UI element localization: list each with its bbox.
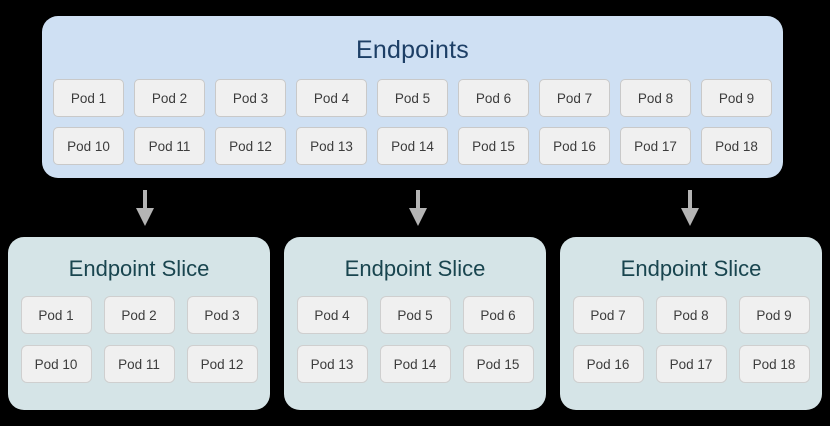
endpoints-pod-row-2: Pod 10 Pod 11 Pod 12 Pod 13 Pod 14 Pod 1…	[53, 127, 772, 165]
pod-chip: Pod 9	[738, 296, 810, 334]
pod-chip: Pod 11	[103, 345, 175, 383]
pod-chip: Pod 2	[134, 79, 205, 117]
pod-chip: Pod 12	[215, 127, 286, 165]
arrow-down-icon	[681, 190, 699, 226]
pod-chip: Pod 7	[572, 296, 644, 334]
endpoint-slice-pod-row-2: Pod 10 Pod 11 Pod 12	[20, 345, 258, 383]
endpoint-slice-pod-row-1: Pod 7 Pod 8 Pod 9	[572, 296, 810, 334]
pod-chip: Pod 3	[186, 296, 258, 334]
endpoint-slice-pod-grid: Pod 4 Pod 5 Pod 6 Pod 13 Pod 14 Pod 15	[284, 296, 546, 383]
endpoint-slice-title: Endpoint Slice	[344, 256, 486, 281]
endpoint-slice-pod-row-2: Pod 13 Pod 14 Pod 15	[296, 345, 534, 383]
endpoints-pod-grid: Pod 1 Pod 2 Pod 3 Pod 4 Pod 5 Pod 6 Pod …	[42, 79, 783, 165]
pod-chip: Pod 2	[103, 296, 175, 334]
pod-chip: Pod 15	[458, 127, 529, 165]
pod-chip: Pod 6	[458, 79, 529, 117]
endpoint-slice-panel-1: Endpoint Slice Pod 1 Pod 2 Pod 3 Pod 10 …	[8, 237, 270, 410]
pod-chip: Pod 5	[377, 79, 448, 117]
endpoint-slices-group: Endpoint Slice Pod 1 Pod 2 Pod 3 Pod 10 …	[8, 237, 822, 410]
pod-chip: Pod 8	[620, 79, 691, 117]
pod-chip: Pod 16	[539, 127, 610, 165]
pod-chip: Pod 14	[377, 127, 448, 165]
arrow-down-icon	[136, 190, 154, 226]
endpoint-slice-panel-2: Endpoint Slice Pod 4 Pod 5 Pod 6 Pod 13 …	[284, 237, 546, 410]
pod-chip: Pod 15	[462, 345, 534, 383]
endpoints-panel: Endpoints Pod 1 Pod 2 Pod 3 Pod 4 Pod 5 …	[42, 16, 783, 178]
pod-chip: Pod 18	[738, 345, 810, 383]
pod-chip: Pod 4	[296, 296, 368, 334]
pod-chip: Pod 8	[655, 296, 727, 334]
pod-chip: Pod 1	[53, 79, 124, 117]
pod-chip: Pod 17	[620, 127, 691, 165]
pod-chip: Pod 7	[539, 79, 610, 117]
endpoint-slice-pod-grid: Pod 7 Pod 8 Pod 9 Pod 16 Pod 17 Pod 18	[560, 296, 822, 383]
pod-chip: Pod 4	[296, 79, 367, 117]
endpoint-slice-title: Endpoint Slice	[68, 256, 210, 281]
endpoints-pod-row-1: Pod 1 Pod 2 Pod 3 Pod 4 Pod 5 Pod 6 Pod …	[53, 79, 772, 117]
pod-chip: Pod 5	[379, 296, 451, 334]
pod-chip: Pod 1	[20, 296, 92, 334]
pod-chip: Pod 17	[655, 345, 727, 383]
pod-chip: Pod 10	[53, 127, 124, 165]
endpoint-slice-pod-row-1: Pod 1 Pod 2 Pod 3	[20, 296, 258, 334]
pod-chip: Pod 12	[186, 345, 258, 383]
pod-chip: Pod 9	[701, 79, 772, 117]
pod-chip: Pod 11	[134, 127, 205, 165]
endpoint-slice-pod-grid: Pod 1 Pod 2 Pod 3 Pod 10 Pod 11 Pod 12	[8, 296, 270, 383]
pod-chip: Pod 13	[296, 345, 368, 383]
pod-chip: Pod 6	[462, 296, 534, 334]
pod-chip: Pod 10	[20, 345, 92, 383]
pod-chip: Pod 16	[572, 345, 644, 383]
endpoint-slice-pod-row-2: Pod 16 Pod 17 Pod 18	[572, 345, 810, 383]
arrow-down-icon	[409, 190, 427, 226]
pod-chip: Pod 13	[296, 127, 367, 165]
endpoints-title: Endpoints	[356, 36, 469, 64]
pod-chip: Pod 18	[701, 127, 772, 165]
pod-chip: Pod 14	[379, 345, 451, 383]
pod-chip: Pod 3	[215, 79, 286, 117]
endpoint-slice-title: Endpoint Slice	[620, 256, 762, 281]
endpoint-slice-pod-row-1: Pod 4 Pod 5 Pod 6	[296, 296, 534, 334]
endpoint-slice-panel-3: Endpoint Slice Pod 7 Pod 8 Pod 9 Pod 16 …	[560, 237, 822, 410]
